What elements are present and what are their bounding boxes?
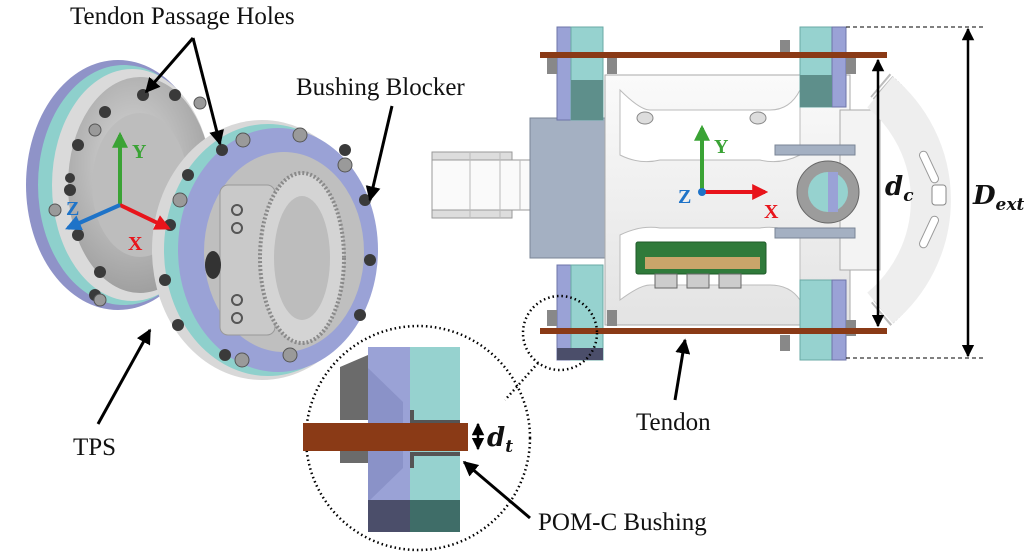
rod-upper	[774, 144, 856, 156]
detail-connector	[504, 362, 539, 401]
tendon-holes-arrow-1	[144, 37, 195, 94]
side-axes: Y X Z	[678, 124, 779, 223]
detail-tendon	[303, 423, 468, 451]
sector-gear	[866, 73, 951, 327]
side-z-label: Z	[678, 186, 691, 208]
dext-label: Dext	[972, 181, 1024, 215]
pom-c-bushing-arrow	[462, 460, 531, 520]
tendon-upper	[540, 52, 887, 58]
tendon-label: Tendon	[636, 409, 711, 436]
bushing-blocker-label: Bushing Blocker	[296, 74, 465, 101]
dc-label: dc	[885, 172, 914, 206]
tps-arrow	[96, 328, 152, 425]
inner-mechanism	[205, 171, 346, 345]
detail-pom-c-bushing-top	[410, 410, 460, 424]
tendon-arrow	[673, 338, 691, 401]
right-flange-upper	[780, 26, 856, 108]
pom-c-bushing-label: POM-C Bushing	[538, 509, 707, 536]
bushing-blocker-arrow	[365, 105, 394, 202]
back-ring-bolts	[48, 96, 207, 307]
tendon-holes-arrow-2	[191, 37, 224, 146]
iso-z-label: Z	[66, 198, 79, 220]
detail-nut	[340, 355, 368, 420]
iso-x-label: X	[128, 233, 143, 255]
left-flange-upper	[547, 26, 617, 121]
dt-label: dt	[487, 423, 513, 457]
motor-plate	[529, 117, 611, 259]
side-z-axis-dot	[698, 188, 706, 196]
side-x-label: X	[764, 201, 779, 223]
right-flange-lower	[780, 279, 856, 361]
tendon-lower	[540, 328, 887, 334]
side-y-label: Y	[714, 136, 729, 158]
output-shaft	[431, 151, 545, 219]
pcb-board	[635, 241, 767, 289]
side-view: Y X Z dc Dext	[431, 26, 1024, 401]
iso-axes: Y X Z	[65, 131, 171, 255]
back-ring-holes	[64, 89, 181, 301]
bushing-detail-view: dt	[303, 324, 532, 552]
iso-z-axis-arrow	[65, 203, 121, 231]
rod-lower	[774, 227, 856, 239]
tps-label: TPS	[73, 434, 116, 461]
iso-y-label: Y	[132, 141, 147, 163]
tendon-passage-holes-label: Tendon Passage Holes	[70, 3, 295, 30]
detail-highlight-circle	[521, 294, 599, 372]
isometric-view: Y X Z	[26, 60, 378, 380]
iso-x-axis-arrow	[119, 203, 171, 230]
detail-pom-c-bushing-bottom	[410, 452, 460, 468]
